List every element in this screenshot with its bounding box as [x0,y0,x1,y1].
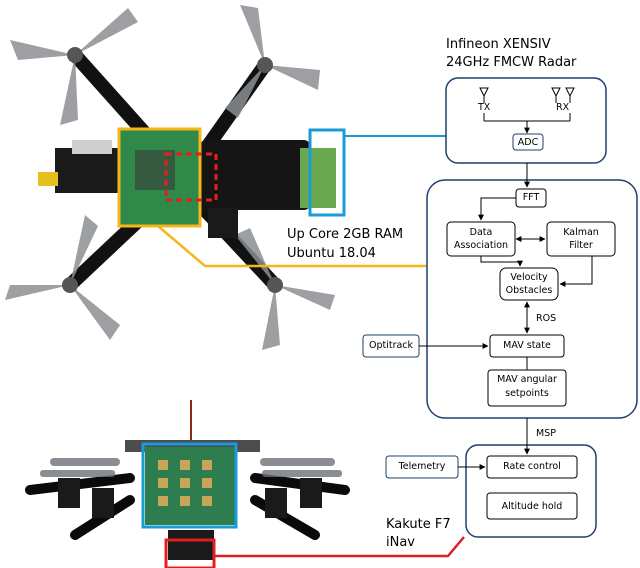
optitrack-label: Optitrack [368,340,414,351]
mav-state-label: MAV state [503,340,551,351]
antenna-patch [180,460,190,470]
camera-module [208,208,238,238]
front-propeller [50,458,120,466]
radar-title-line2: 24GHz FMCW Radar [446,55,577,70]
front-motor [300,478,322,508]
arrow-association-to-velocity [480,256,523,267]
mav-angular-label-line1: MAV angular [497,374,557,385]
mav-angular-label-line2: setpoints [505,388,549,399]
kalman-label-line2: Filter [569,240,593,251]
altitude-hold-label: Altitude hold [501,501,563,512]
flight-controller-title-line2: iNav [386,535,415,550]
upcore-chip [135,150,175,190]
propeller-blade [60,55,78,125]
flight-controller-highlight-box [164,538,216,568]
telemetry-label: Telemetry [398,461,446,472]
antenna-patch [158,460,168,470]
drone-top-view-illustration [5,5,346,350]
front-motor [58,478,80,508]
kalman-filter-box [546,221,616,257]
ros-label: ROS [536,313,557,324]
arrow-kalman-to-velocity [559,256,593,287]
upcore-connector-line [157,225,427,268]
rate-control-label: Rate control [503,461,561,472]
antenna-patch [158,496,168,506]
antenna-patch [202,478,212,488]
radar-title-line1: Infineon XENSIV [446,37,551,52]
propeller-blade [240,5,265,65]
motor-hub [67,47,83,63]
drone-front-view-illustration [25,400,350,568]
radar-mount [300,148,336,208]
altitude-hold-box [486,492,578,520]
arrow-fft-to-association [478,197,516,221]
propeller-blade [10,40,75,60]
antenna-patch [202,460,212,470]
adc-label: ADC [517,137,539,148]
antenna-patch [158,478,168,488]
motor-hub [267,277,283,293]
flight-controller-title-line1: Kakute F7 [386,517,451,532]
tx-label: TX [478,102,491,113]
flight-controller-connector-line [214,536,465,558]
rx-antenna-icon [565,87,575,98]
front-propeller [260,458,335,466]
fft-label: FFT [522,192,540,203]
velocity-obstacles-box [499,267,559,301]
propeller-blade [275,285,335,310]
adc-box [512,133,544,151]
flight-controller-stack [168,530,214,560]
front-motor [92,488,114,518]
tx-antenna-icon [479,87,489,98]
velocity-label-line1: Velocity [510,272,548,283]
compute-title-line1: Up Core 2GB RAM [287,227,404,242]
velocity-label-line2: Obstacles [505,285,553,296]
front-motor [265,488,287,518]
propeller-blade [265,65,320,90]
propeller-blade [70,215,98,285]
rx-label: RX [556,102,570,113]
kalman-label-line1: Kalman [563,227,599,238]
compute-title-line2: Ubuntu 18.04 [287,246,376,261]
data-association-label-line2: Association [453,240,509,251]
radar-highlight-box-front [141,442,238,529]
frame-body [200,140,310,210]
data-association-label-line1: Data [469,227,493,238]
msp-label: MSP [536,428,556,439]
flight-controller-highlight-dashed [164,152,218,202]
motor-hub [257,57,273,73]
power-connector [38,172,58,186]
propeller-blade [225,65,265,118]
rx-antenna-icon [551,87,561,98]
propeller-blade [262,285,280,350]
motor-hub [62,277,78,293]
front-propeller [40,470,115,477]
propeller-blade [70,285,120,340]
propeller-blade [235,228,275,285]
antenna-patch [202,496,212,506]
rate-control-box [486,455,578,479]
propeller-blade [75,8,138,55]
usb-cable [72,140,112,154]
antenna-patch [180,496,190,506]
battery-pack [55,148,125,193]
antenna-patch [180,478,190,488]
propeller-blade [5,285,70,300]
front-propeller [262,470,342,477]
radar-highlight-box-top [308,128,346,217]
